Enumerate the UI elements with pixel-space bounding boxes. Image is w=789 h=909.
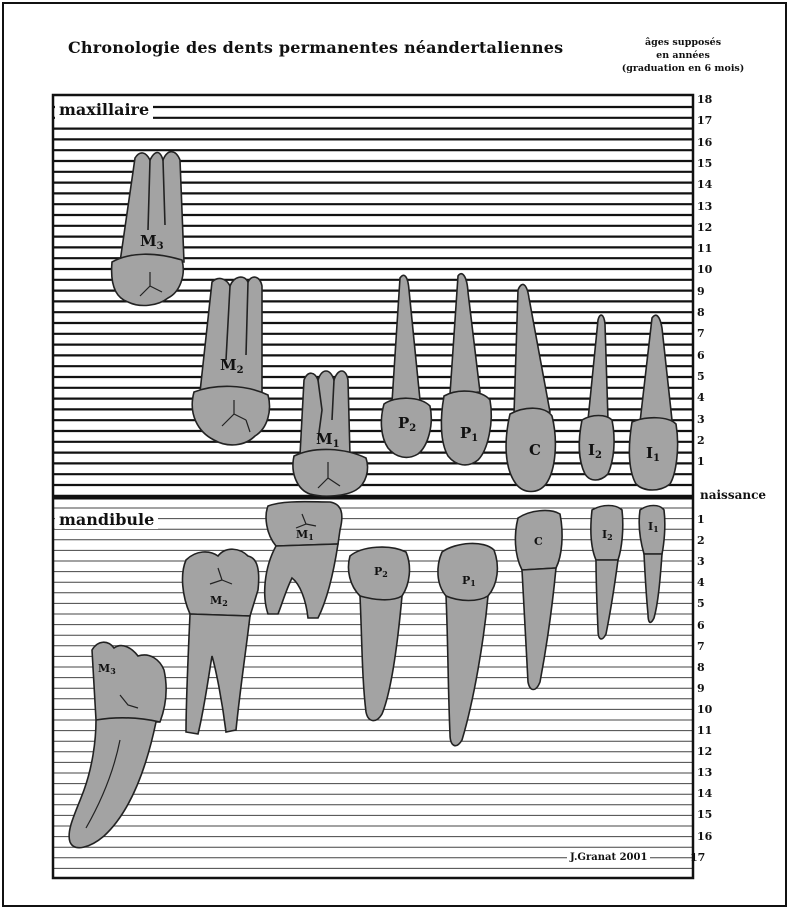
maxillary-tooth-label: C <box>529 441 541 459</box>
mandibular-age-tick: 14 <box>697 787 712 800</box>
ages-note-line1: âges supposés <box>598 36 768 49</box>
ages-note: âges supposés en années (graduation en 6… <box>598 36 768 75</box>
maxillary-age-tick: 9 <box>697 285 705 298</box>
tooth-mandibular-m3 <box>69 642 166 847</box>
ages-note-line2: en années <box>598 49 768 62</box>
mandibular-age-tick: 7 <box>697 640 705 653</box>
mandibular-age-tick: 2 <box>697 534 705 547</box>
mandibular-age-tick: 4 <box>697 576 705 589</box>
mandibular-age-tick: 15 <box>697 808 712 821</box>
mandibular-age-tick: 17 <box>690 851 705 864</box>
mandibular-tooth-label: C <box>534 535 543 548</box>
tooth-mandibular-m2 <box>183 549 259 734</box>
maxillary-age-tick: 5 <box>697 370 705 383</box>
maxillary-age-tick: 18 <box>697 93 712 106</box>
tooth-mandibular-i2 <box>591 506 623 639</box>
mandibular-age-tick: 11 <box>697 724 712 737</box>
birth-label: naissance <box>700 488 766 502</box>
maxillary-age-tick: 11 <box>697 242 712 255</box>
maxillary-age-tick: 13 <box>697 200 712 213</box>
mandibular-age-tick: 5 <box>697 597 705 610</box>
maxillary-age-tick: 1 <box>697 455 705 468</box>
maxillary-label: maxillaire <box>55 100 153 119</box>
mandibular-age-tick: 6 <box>697 619 705 632</box>
maxillary-age-tick: 8 <box>697 306 705 319</box>
mandibular-age-tick: 12 <box>697 745 712 758</box>
maxillary-age-tick: 2 <box>697 434 705 447</box>
mandibular-age-tick: 10 <box>697 703 712 716</box>
maxillary-age-tick: 6 <box>697 349 705 362</box>
maxillary-age-tick: 16 <box>697 136 712 149</box>
mandibular-age-tick: 13 <box>697 766 712 779</box>
mandibular-age-tick: 3 <box>697 555 705 568</box>
maxillary-age-tick: 12 <box>697 221 712 234</box>
maxillary-age-tick: 7 <box>697 327 705 340</box>
figure-title: Chronologie des dents permanentes néande… <box>68 38 563 57</box>
tooth-maxillary-m3 <box>112 152 184 306</box>
mandibular-age-tick: 16 <box>697 830 712 843</box>
mandibular-age-tick: 1 <box>697 513 705 526</box>
ages-note-line3: (graduation en 6 mois) <box>598 62 768 75</box>
tooth-mandibular-m1 <box>265 502 342 618</box>
maxillary-age-tick: 3 <box>697 413 705 426</box>
maxillary-age-tick: 17 <box>697 114 712 127</box>
mandibular-age-tick: 8 <box>697 661 705 674</box>
maxillary-age-tick: 10 <box>697 263 712 276</box>
maxillary-age-tick: 4 <box>697 391 705 404</box>
mandibular-label: mandibule <box>55 510 158 529</box>
mandibular-age-tick: 9 <box>697 682 705 695</box>
author-credit: J.Granat 2001 <box>567 852 650 863</box>
maxillary-age-tick: 15 <box>697 157 712 170</box>
maxillary-age-tick: 14 <box>697 178 712 191</box>
